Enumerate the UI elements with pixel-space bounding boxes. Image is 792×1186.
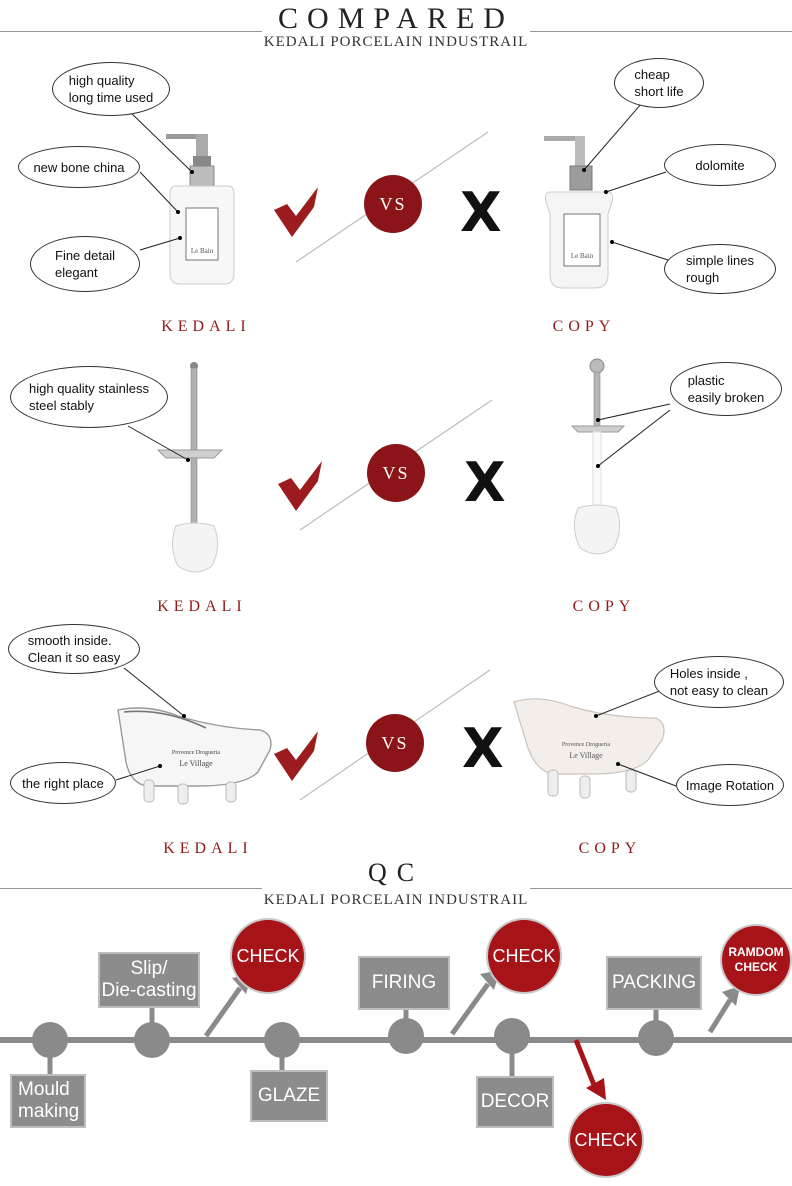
qc-node-packing bbox=[638, 1020, 674, 1056]
callout-plastic: plastic easily broken bbox=[670, 362, 782, 416]
callout-smooth-inside: smooth inside. Clean it so easy bbox=[8, 624, 140, 674]
kedali-soap-dispenser: Le Bain bbox=[166, 134, 235, 285]
compared-subtitle: KEDALI PORCELAIN INDUSTRAIL bbox=[263, 34, 529, 50]
right-brand-2: COPY bbox=[572, 598, 636, 615]
left-brand-1: KEDALI bbox=[161, 318, 251, 335]
qc-step-slip-casting: Slip/ Die-casting bbox=[98, 952, 200, 1008]
callout-holes-inside: Holes inside , not easy to clean bbox=[654, 656, 784, 708]
qc-step-firing: FIRING bbox=[358, 956, 450, 1010]
svg-text:Le Bain: Le Bain bbox=[191, 247, 214, 255]
vs-badge-1: VS bbox=[364, 175, 422, 233]
check-mark-3 bbox=[274, 731, 318, 781]
right-brand-3: COPY bbox=[578, 840, 642, 857]
svg-text:Provence Drogueria: Provence Drogueria bbox=[562, 742, 610, 748]
qc-node-decor bbox=[494, 1018, 530, 1054]
qc-node-glaze bbox=[264, 1022, 300, 1058]
qc-step-packing: PACKING bbox=[606, 956, 702, 1010]
copy-bathtub-holder: Provence Drogueria Le Village bbox=[513, 698, 665, 799]
left-brand-2: KEDALI bbox=[157, 598, 247, 615]
svg-text:Provence Drogueria: Provence Drogueria bbox=[172, 750, 220, 756]
left-brand-3: KEDALI bbox=[163, 840, 253, 857]
right-brand-1: COPY bbox=[552, 318, 616, 335]
x-mark-1: X bbox=[460, 181, 502, 244]
comparison-illustrations: Le Bain Le Bain bbox=[115, 95, 677, 805]
qc-node-firing bbox=[388, 1018, 424, 1054]
qc-node-slip bbox=[134, 1022, 170, 1058]
vs-badge-2: VS bbox=[367, 444, 425, 502]
copy-soap-dispenser: Le Bain bbox=[544, 136, 613, 289]
qc-step-mould-making: Mould making bbox=[10, 1074, 86, 1128]
callout-fine-detail: Fine detail elegant bbox=[30, 236, 140, 292]
vs-badge-3: VS bbox=[366, 714, 424, 772]
copy-toilet-brush bbox=[570, 358, 626, 555]
callout-new-bone-china: new bone china bbox=[18, 146, 140, 188]
qc-step-glaze: GLAZE bbox=[250, 1070, 328, 1122]
x-mark-2: X bbox=[464, 451, 506, 514]
svg-text:Le Village: Le Village bbox=[569, 751, 603, 760]
qc-step-decor: DECOR bbox=[476, 1076, 554, 1128]
callout-high-quality: high quality long time used bbox=[52, 62, 170, 116]
qc-check-1: CHECK bbox=[232, 920, 304, 992]
qc-check-2: CHECK bbox=[488, 920, 560, 992]
check-mark-2 bbox=[278, 461, 322, 511]
qc-node-mould bbox=[32, 1022, 68, 1058]
qc-random-check: RAMDOM CHECK bbox=[722, 926, 790, 994]
callout-simple-lines: simple lines rough bbox=[664, 244, 776, 294]
svg-text:Le Village: Le Village bbox=[179, 759, 213, 768]
callout-image-rotation: Image Rotation bbox=[676, 764, 784, 806]
kedali-bathtub-holder: Provence Drogueria Le Village bbox=[117, 707, 272, 805]
qc-check-3: CHECK bbox=[570, 1104, 642, 1176]
callout-right-place: the right place bbox=[10, 762, 116, 804]
x-mark-3: X bbox=[462, 717, 504, 780]
qc-title: QC bbox=[367, 858, 425, 887]
compared-title: COMPARED bbox=[278, 2, 514, 35]
callout-cheap: cheap short life bbox=[614, 58, 704, 108]
check-mark-1 bbox=[274, 187, 318, 237]
svg-text:Le Bain: Le Bain bbox=[571, 252, 594, 260]
callout-dolomite: dolomite bbox=[664, 144, 776, 186]
qc-subtitle: KEDALI PORCELAIN INDUSTRAIL bbox=[263, 892, 529, 908]
callout-stainless-steel: high quality stainless steel stably bbox=[10, 366, 168, 428]
